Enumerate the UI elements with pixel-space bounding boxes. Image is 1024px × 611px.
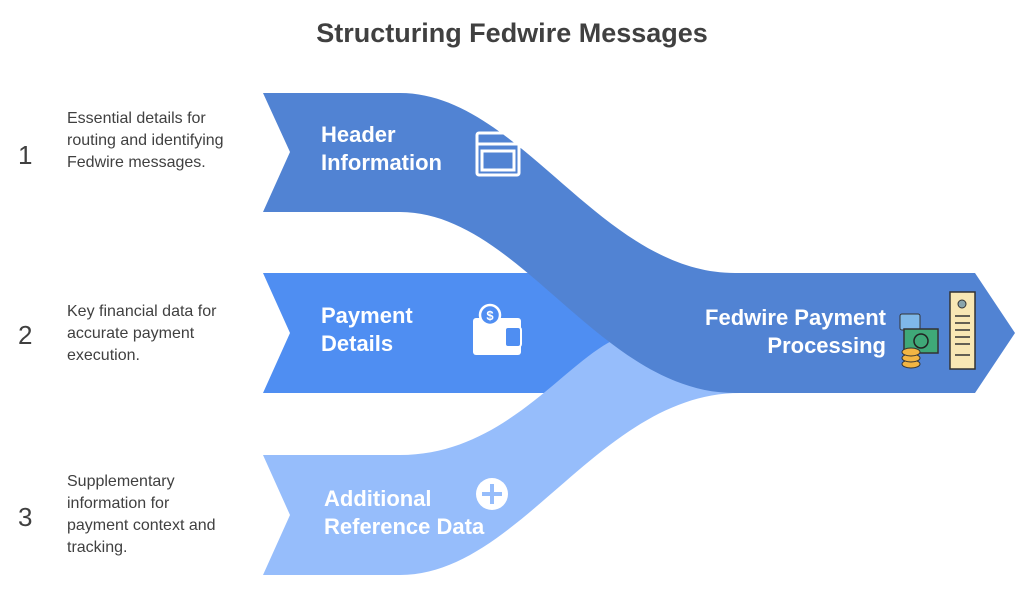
band-payment-details	[263, 273, 620, 393]
payment-receipt-icon	[899, 291, 976, 370]
step-label-payment-details: Payment Details	[321, 303, 413, 356]
browser-window-icon	[475, 131, 521, 177]
step-number: 3	[18, 502, 33, 532]
step-description: Supplementary information for payment co…	[67, 473, 216, 556]
step-label-additional-reference: Additional Reference Data	[324, 486, 485, 539]
svg-text:$: $	[486, 308, 494, 323]
band-header-information	[263, 93, 1015, 393]
step-number: 2	[18, 320, 33, 350]
step-description: Key financial data for accurate payment …	[67, 303, 217, 364]
wallet-dollar-icon: $	[473, 303, 522, 355]
step-description: Essential details for routing and identi…	[67, 110, 224, 171]
step-label-header-information: Header Information	[321, 122, 442, 175]
band-additional-reference	[263, 333, 740, 575]
step-number: 1	[18, 140, 33, 170]
output-label: Fedwire Payment Processing	[705, 305, 886, 358]
plus-circle-icon	[476, 478, 508, 510]
page-title: Structuring Fedwire Messages	[316, 18, 708, 48]
